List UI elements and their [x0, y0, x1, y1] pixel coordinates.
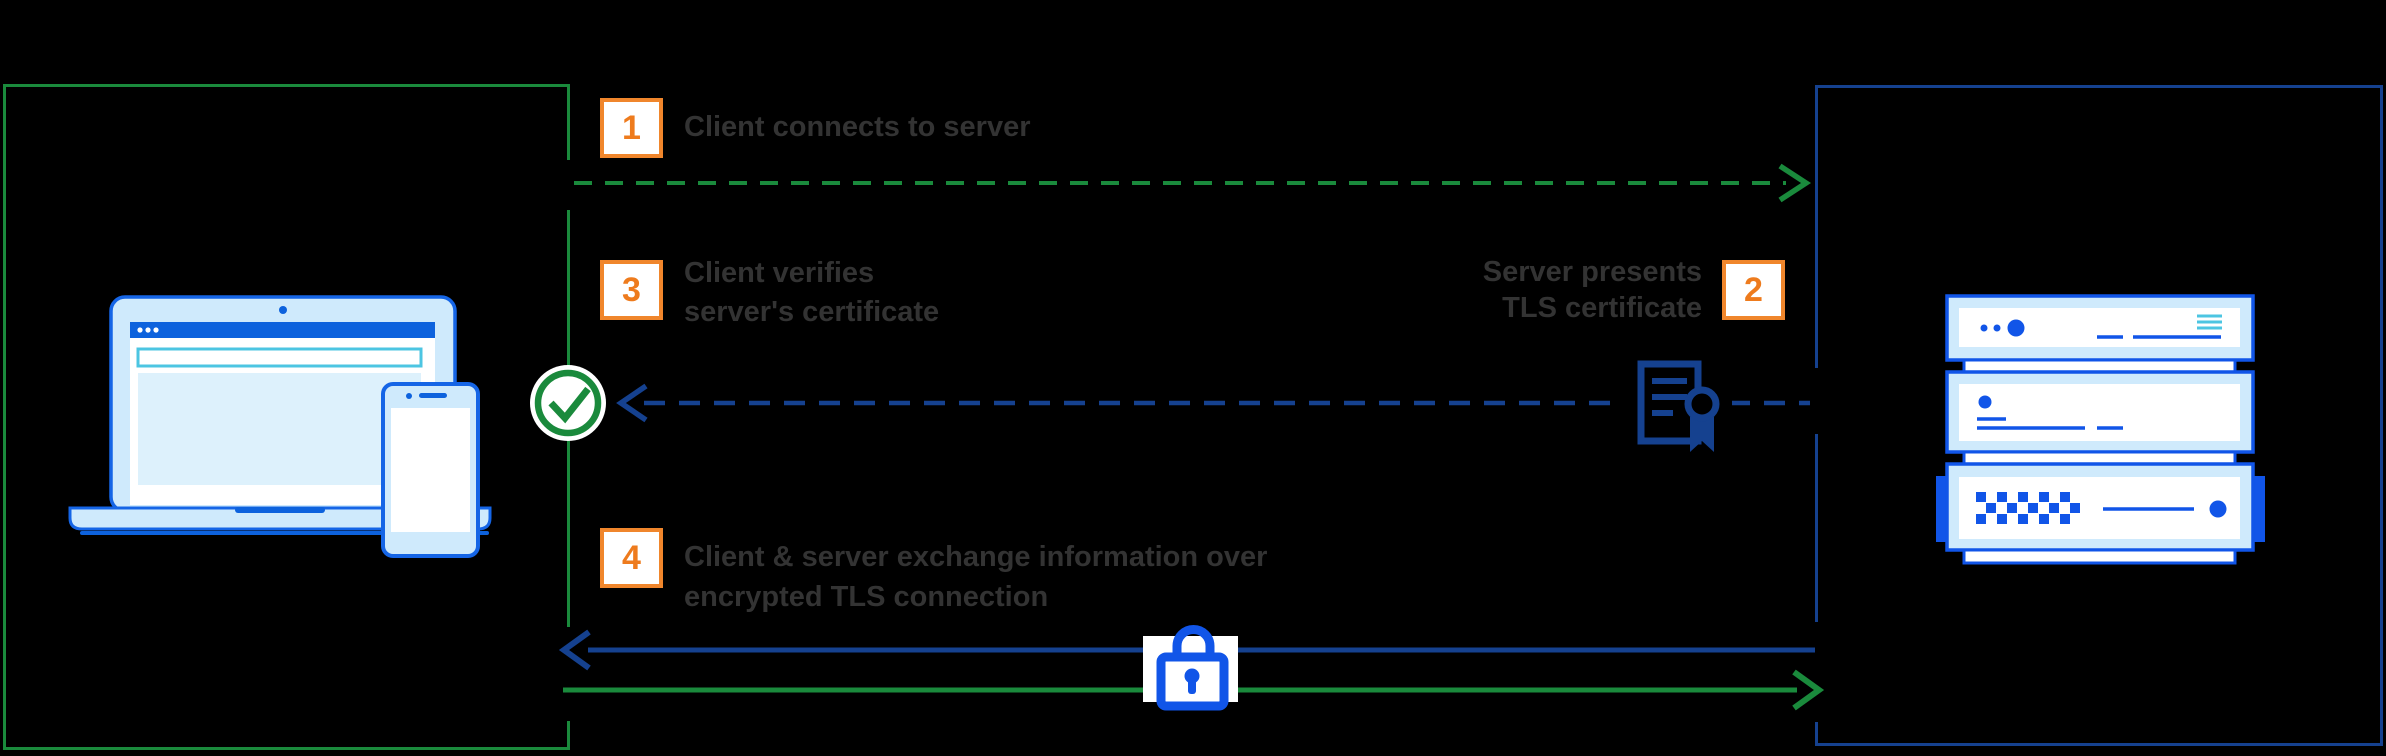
- step4-label-line2: encrypted TLS connection: [684, 581, 1049, 613]
- step4-label-line1: Client & server exchange information ove…: [684, 541, 1268, 573]
- step2-number-badge: 2: [1722, 260, 1785, 320]
- step3-label-line1: Client verifies: [684, 257, 875, 289]
- step4-number-badge: 4: [600, 528, 663, 588]
- server-rack-icon: [1936, 294, 2265, 565]
- step3-number-badge: 3: [600, 260, 663, 320]
- step2-label: Server presents TLS certificate: [1483, 254, 1702, 326]
- step3-label-line2: server's certificate: [684, 296, 940, 328]
- step2-label-line2: TLS certificate: [1502, 292, 1702, 324]
- step1-number-badge: 1: [600, 98, 663, 158]
- certificate-icon: [1612, 350, 1732, 456]
- step1-label-line1: Client connects to server: [684, 111, 1031, 143]
- smartphone-icon: [381, 382, 480, 558]
- step4-label: Client & server exchange information ove…: [684, 537, 1267, 617]
- step3-label: Client verifies server's certificate: [684, 254, 939, 332]
- step1-label: Client connects to server: [684, 111, 1031, 144]
- step1-arrow: [574, 163, 1812, 203]
- lock-icon: [1143, 625, 1238, 711]
- checkmark-icon: [530, 365, 606, 441]
- step2-label-line1: Server presents: [1482, 256, 1702, 288]
- step2-arrow: [616, 383, 1810, 423]
